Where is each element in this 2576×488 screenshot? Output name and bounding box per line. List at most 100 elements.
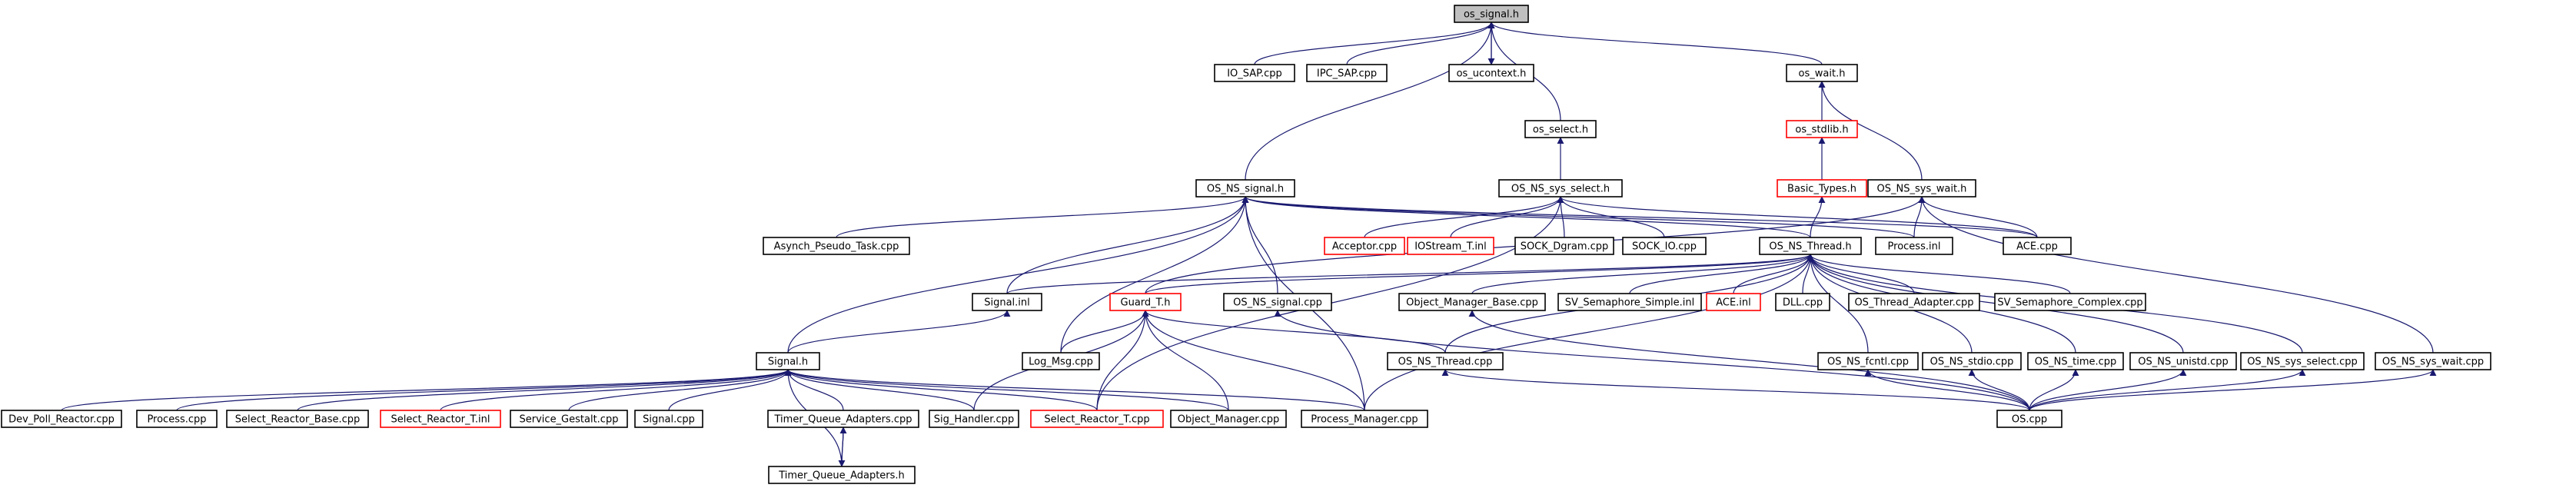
node-signal-h[interactable]: Signal.h [756, 352, 820, 370]
node-os-ns-stdio-cpp[interactable]: OS_NS_stdio.cpp [1922, 352, 2022, 370]
node-ace-cpp[interactable]: ACE.cpp [2003, 237, 2072, 255]
node-iostream-t-inl[interactable]: IOStream_T.inl [1407, 237, 1494, 255]
node-signal-cpp[interactable]: Signal.cpp [634, 410, 703, 428]
node-select-reactor-base-cpp[interactable]: Select_Reactor_Base.cpp [226, 410, 369, 428]
node-box [1706, 293, 1761, 311]
edge-asynch_pseudo_task_cpp-to-os_ns_signal_h [836, 196, 1249, 238]
node-os-ns-signal-h[interactable]: OS_NS_signal.h [1195, 179, 1295, 198]
node-box [1448, 64, 1534, 82]
edge-select_reactor_t_cpp-to-signal_h [784, 369, 1098, 411]
node-box [2375, 352, 2491, 370]
node-os-ns-sys-wait-h[interactable]: OS_NS_sys_wait.h [1867, 179, 1976, 198]
node-label: OS_NS_sys_select.cpp [2247, 357, 2358, 368]
node-process-inl[interactable]: Process.inl [1875, 237, 1953, 255]
node-label: Select_Reactor_T.cpp [1044, 414, 1149, 426]
node-os-ns-time-cpp[interactable]: OS_NS_time.cpp [2027, 352, 2124, 370]
node-os-ns-thread-h[interactable]: OS_NS_Thread.h [1759, 237, 1862, 255]
node-log-msg-cpp[interactable]: Log_Msg.cpp [1022, 352, 1100, 370]
node-box [1848, 293, 1980, 311]
edge-sv_semaphore_simple_inl-to-os_ns_thread_h [1629, 254, 1814, 294]
node-box [768, 466, 916, 484]
node-service-gestalt-cpp[interactable]: Service_Gestalt.cpp [510, 410, 628, 428]
edge-dev_poll_reactor_cpp-to-signal_h [61, 369, 792, 411]
node-label: OS_NS_sys_select.h [1511, 184, 1610, 195]
edge-sock_io_cpp-to-os_ns_sys_select_h [1557, 196, 1665, 238]
node-os-thread-adapter-cpp[interactable]: OS_Thread_Adapter.cpp [1848, 293, 1980, 311]
edge-process_inl-to-os_ns_sys_wait_h [1913, 196, 1926, 238]
edge-os_cpp-to-os_ns_thread_cpp [1441, 369, 2030, 411]
node-select-reactor-t-cpp[interactable]: Select_Reactor_T.cpp [1030, 410, 1164, 428]
node-label: Asynch_Pseudo_Task.cpp [774, 241, 899, 253]
node-label: OS_NS_Thread.h [1769, 241, 1851, 253]
node-label: OS_NS_time.cpp [2035, 357, 2117, 368]
node-signal-inl[interactable]: Signal.inl [972, 293, 1042, 311]
node-label: Guard_T.h [1121, 297, 1171, 309]
node-box [1195, 179, 1295, 198]
node-os-ns-thread-cpp[interactable]: OS_NS_Thread.cpp [1387, 352, 1504, 370]
node-box [1922, 352, 2022, 370]
node-object-manager-cpp[interactable]: Object_Manager.cpp [1170, 410, 1287, 428]
node-process-cpp[interactable]: Process.cpp [136, 410, 218, 428]
node-box [1524, 120, 1597, 138]
node-os-ns-sys-select-h[interactable]: OS_NS_sys_select.h [1498, 179, 1623, 198]
node-select-reactor-t-inl[interactable]: Select_Reactor_T.inl [380, 410, 501, 428]
node-box [226, 410, 369, 428]
node-basic-types-h[interactable]: Basic_Types.h [1777, 179, 1867, 198]
node-os-ns-fcntl-cpp[interactable]: OS_NS_fcntl.cpp [1817, 352, 1919, 370]
node-box [136, 410, 218, 428]
edge-signal_cpp-to-signal_h [668, 369, 792, 411]
node-acceptor-cpp[interactable]: Acceptor.cpp [1324, 237, 1405, 255]
edge-iostream_t_inl-to-os_ns_sys_select_h [1450, 196, 1564, 238]
node-os-ucontext-h[interactable]: os_ucontext.h [1448, 64, 1534, 82]
edge-object_manager_base_cpp-to-os_ns_thread_h [1471, 254, 1814, 294]
edge-os_cpp-to-os_ns_unistd_cpp [2029, 369, 2187, 411]
node-box [380, 410, 501, 428]
edge-os_ns_thread_h-to-basic_types_h [1810, 196, 1826, 238]
edge-process_cpp-to-signal_h [176, 369, 792, 411]
node-timer-queue-adapters-h[interactable]: Timer_Queue_Adapters.h [768, 466, 916, 484]
node-label: OS_NS_fcntl.cpp [1827, 357, 1909, 368]
node-os-ns-sys-wait-cpp[interactable]: OS_NS_sys_wait.cpp [2375, 352, 2491, 370]
node-os-select-h[interactable]: os_select.h [1524, 120, 1597, 138]
node-box [1514, 237, 1614, 255]
edge-process_manager_cpp-to-signal_h [784, 369, 1365, 411]
node-asynch-pseudo-task-cpp[interactable]: Asynch_Pseudo_Task.cpp [763, 237, 910, 255]
node-sig-handler-cpp[interactable]: Sig_Handler.cpp [929, 410, 1019, 428]
node-os-wait-h[interactable]: os_wait.h [1786, 64, 1858, 82]
node-dev-poll-reactor-cpp[interactable]: Dev_Poll_Reactor.cpp [1, 410, 122, 428]
edge-ace_cpp-to-os_ns_sys_wait_h [1918, 196, 2038, 238]
node-process-manager-cpp[interactable]: Process_Manager.cpp [1301, 410, 1428, 428]
node-sock-io-cpp[interactable]: SOCK_IO.cpp [1622, 237, 1707, 255]
node-label: IOStream_T.inl [1414, 241, 1487, 253]
node-os-cpp[interactable]: OS.cpp [1996, 410, 2062, 428]
node-dll-cpp[interactable]: DLL.cpp [1775, 293, 1830, 311]
node-os-ns-signal-cpp[interactable]: OS_NS_signal.cpp [1223, 293, 1332, 311]
node-box [1398, 293, 1546, 311]
node-box [1, 410, 122, 428]
node-os-stdlib-h[interactable]: os_stdlib.h [1786, 120, 1858, 138]
node-box [1498, 179, 1623, 198]
node-os-ns-sys-select-cpp[interactable]: OS_NS_sys_select.cpp [2240, 352, 2365, 370]
node-box [1775, 293, 1830, 311]
node-io-sap-cpp[interactable]: IO_SAP.cpp [1214, 64, 1295, 82]
node-label: ACE.cpp [2016, 241, 2058, 253]
node-timer-queue-adapters-cpp[interactable]: Timer_Queue_Adapters.cpp [767, 410, 919, 428]
node-box [1022, 352, 1100, 370]
node-sock-dgram-cpp[interactable]: SOCK_Dgram.cpp [1514, 237, 1614, 255]
node-ace-inl[interactable]: ACE.inl [1706, 293, 1761, 311]
node-box [1996, 410, 2062, 428]
node-guard-t-h[interactable]: Guard_T.h [1109, 293, 1182, 311]
node-sv-semaphore-simple-inl[interactable]: SV_Semaphore_Simple.inl [1557, 293, 1702, 311]
node-ipc-sap-cpp[interactable]: IPC_SAP.cpp [1306, 64, 1388, 82]
edge-signal_inl-to-os_ns_signal_h [1006, 196, 1249, 294]
node-box [929, 410, 1019, 428]
node-label: os_stdlib.h [1795, 124, 1848, 136]
node-label: Object_Manager_Base.cpp [1406, 297, 1538, 309]
node-object-manager-base-cpp[interactable]: Object_Manager_Base.cpp [1398, 293, 1546, 311]
node-label: OS_NS_signal.h [1207, 184, 1284, 195]
node-sv-semaphore-complex-cpp[interactable]: SV_Semaphore_Complex.cpp [1994, 293, 2146, 311]
edge-io_sap_cpp-to-os_signal_h [1254, 22, 1495, 65]
node-os-ns-unistd-cpp[interactable]: OS_NS_unistd.cpp [2129, 352, 2237, 370]
edge-os_cpp-to-os_ns_signal_cpp [1274, 310, 2030, 411]
